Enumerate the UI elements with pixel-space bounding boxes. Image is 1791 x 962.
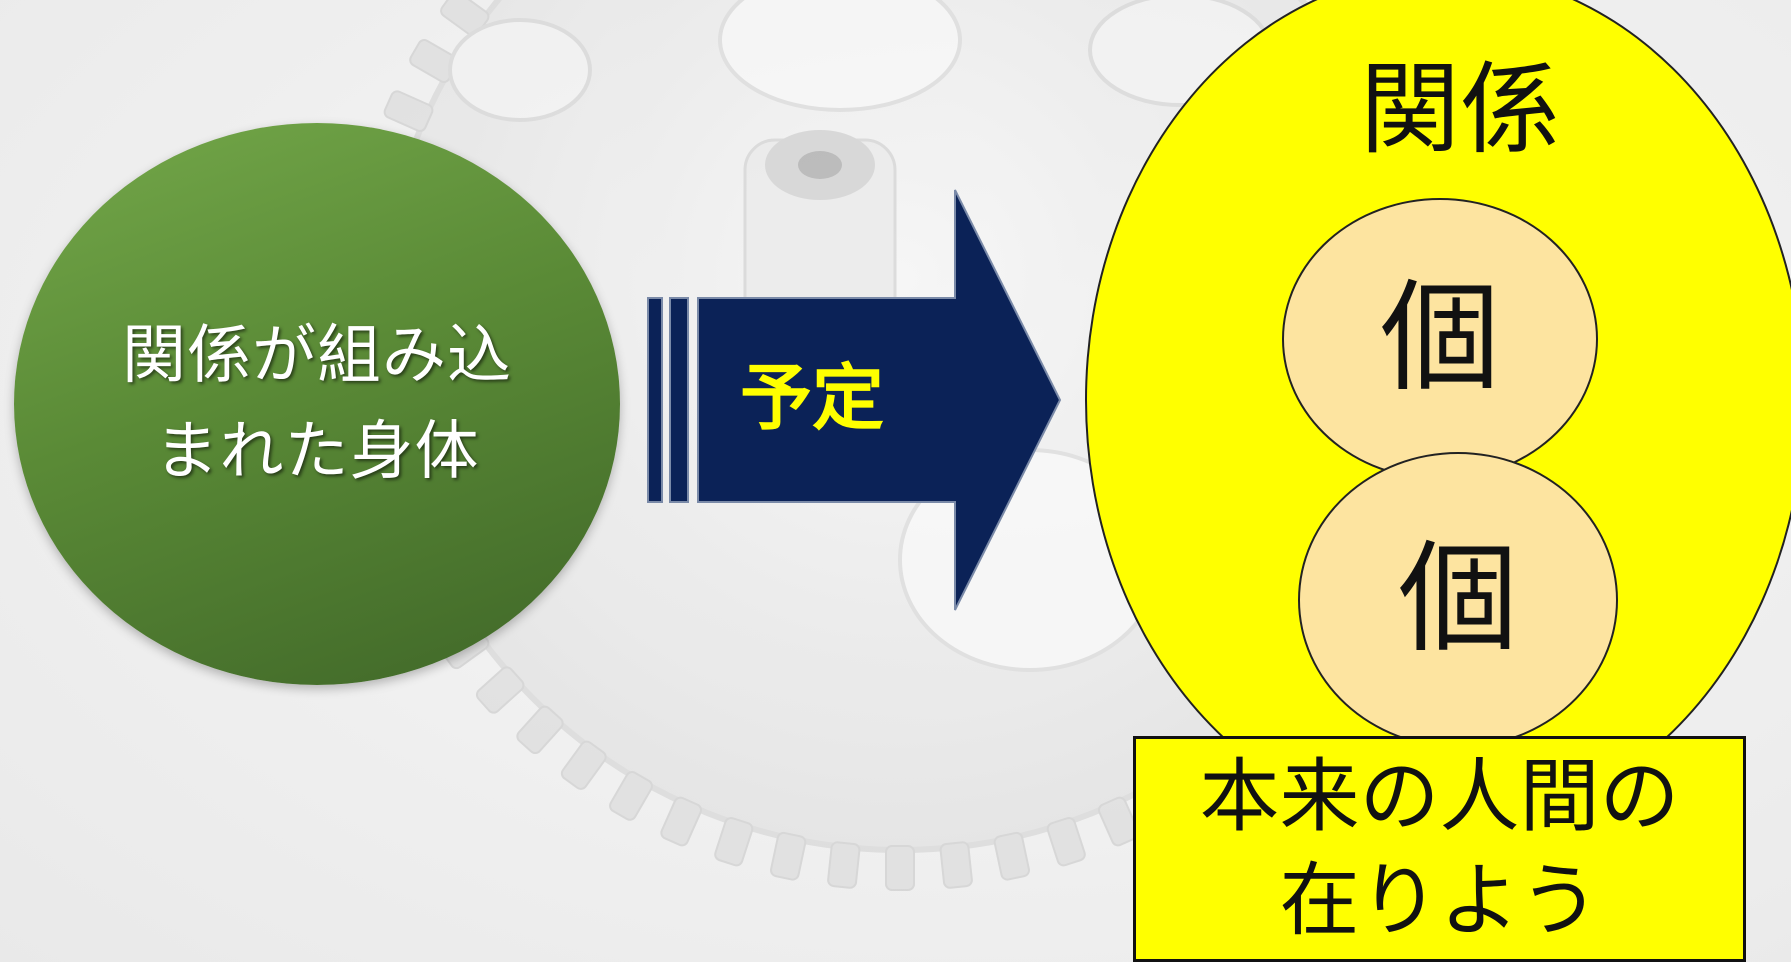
arrow-label: 予定 (740, 356, 885, 440)
individual-label-top: 個 (1380, 269, 1500, 408)
gear-tooth (1046, 816, 1086, 867)
gear-tooth (516, 705, 564, 755)
gear-tooth (885, 845, 915, 891)
gear-tooth (660, 796, 702, 847)
right-arrow-icon (647, 189, 1062, 611)
gear-tooth (993, 831, 1031, 881)
gear-tooth (383, 90, 434, 132)
individual-label-bottom: 個 (1398, 530, 1518, 669)
gear-tooth (714, 816, 754, 867)
gear-tooth (769, 831, 807, 881)
gear-tooth (827, 841, 861, 889)
gear-tooth (939, 841, 973, 889)
gear-tooth (475, 666, 525, 714)
relations-title: 関係 (1360, 51, 1560, 168)
human-nature-box: 本来の人間の在りよう (1133, 736, 1746, 962)
individual-circle-top: 個 (1282, 198, 1598, 480)
human-nature-label: 本来の人間の在りよう (1199, 750, 1680, 947)
embodied-relations-circle: 関係が組み込まれた身体 (14, 123, 620, 685)
gear-tooth (609, 771, 653, 821)
gear-tooth (560, 740, 607, 790)
gear-tooth (1098, 796, 1140, 847)
embodied-relations-label: 関係が組み込まれた身体 (122, 319, 512, 489)
individual-circle-bottom: 個 (1298, 452, 1618, 748)
